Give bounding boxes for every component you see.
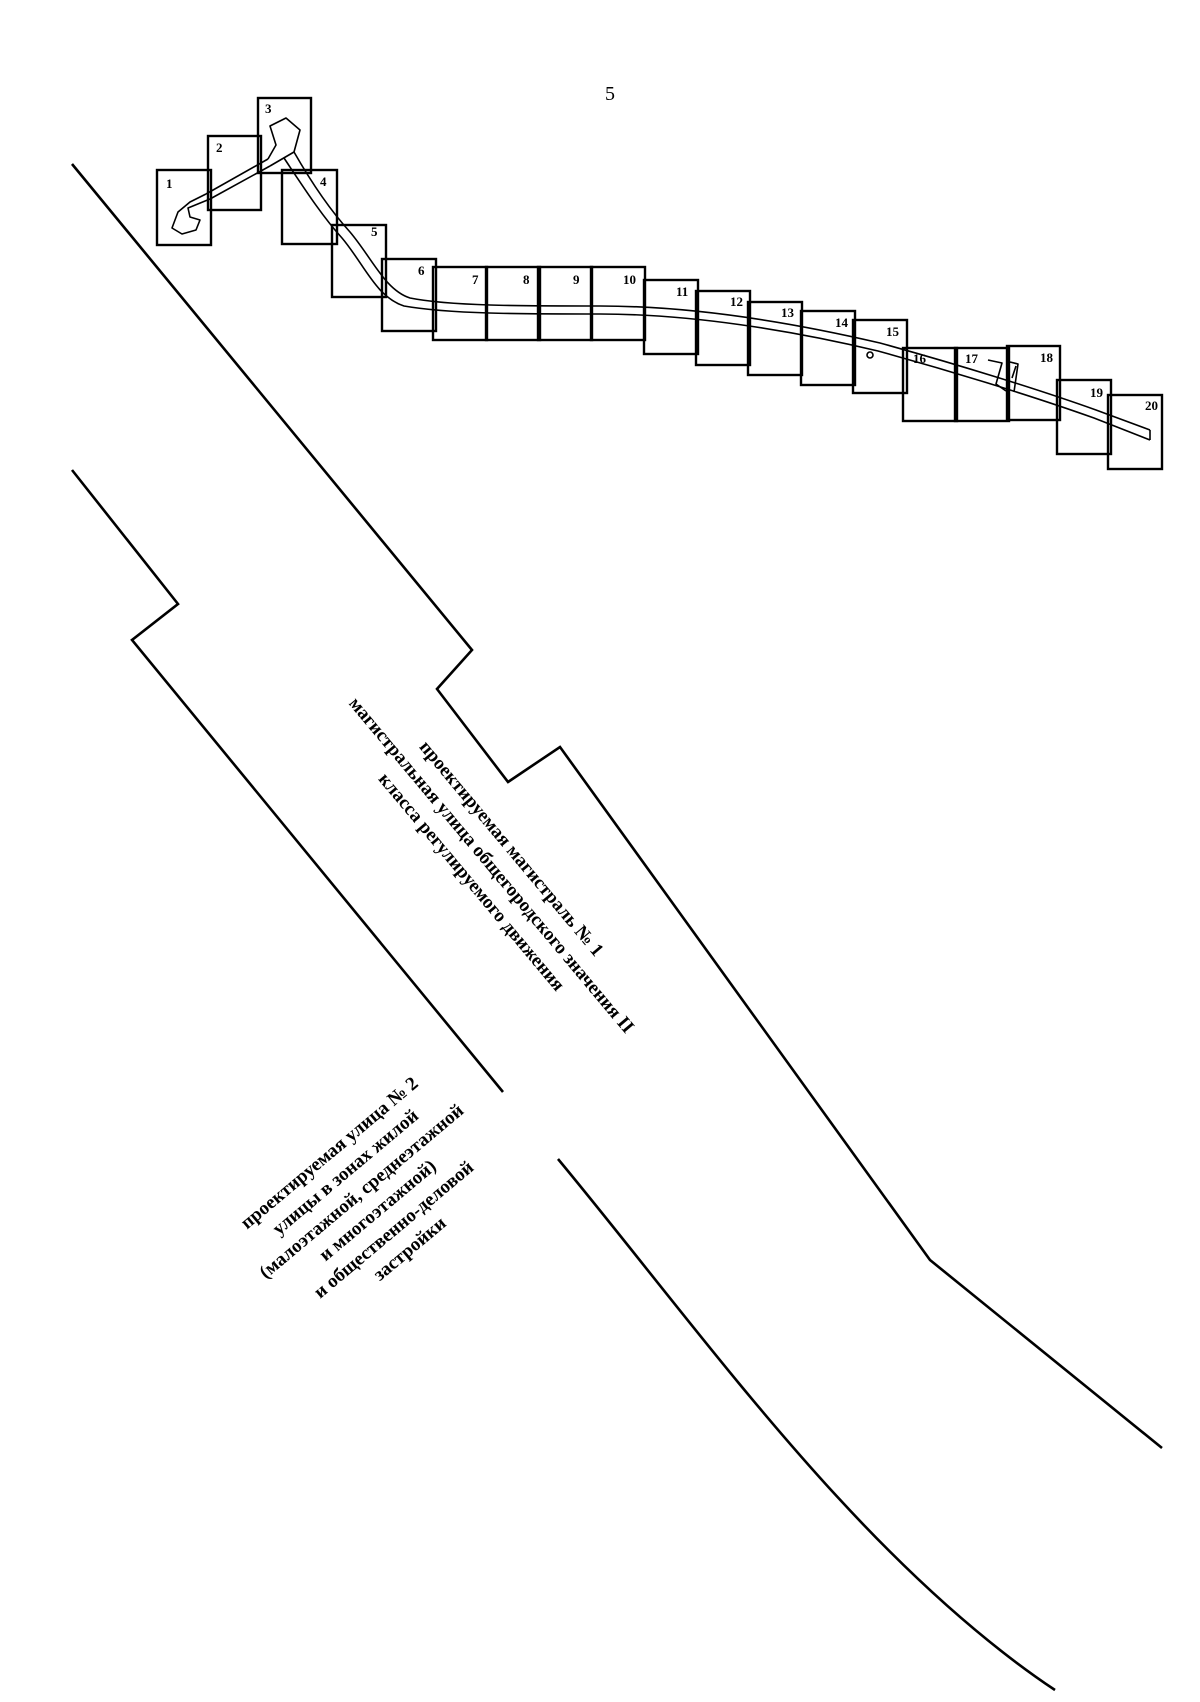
sheet-20 <box>1106 393 1164 471</box>
sheet-label: 14 <box>835 315 849 330</box>
sheet-18 <box>1005 344 1062 422</box>
sheet-label: 17 <box>965 351 979 366</box>
sheet-15 <box>851 318 909 395</box>
page-number: 5 <box>605 83 615 105</box>
sheet-label: 7 <box>472 272 479 287</box>
sheet-label: 4 <box>320 174 327 189</box>
main-road-lower-edge <box>70 469 505 1093</box>
main-road-outline <box>70 163 1163 1692</box>
sheet-label: 13 <box>781 305 795 320</box>
sheet-9 <box>536 265 594 342</box>
sheet-1 <box>155 168 213 247</box>
sheet-5 <box>330 223 388 299</box>
sheet-label: 12 <box>730 294 743 309</box>
sheet-14 <box>799 309 857 387</box>
sheet-label: 8 <box>523 272 530 287</box>
sheet-label: 9 <box>573 272 580 287</box>
route-spur-17 <box>987 359 1019 393</box>
route-link-1 <box>205 158 269 195</box>
route-node-15 <box>866 351 874 359</box>
sheet-6 <box>380 257 438 333</box>
sheet-17 <box>953 346 1011 423</box>
sheet-3 <box>256 96 313 175</box>
main-road-label: проектируемая магистраль № 1 магистральн… <box>344 693 638 1037</box>
sheet-labels: 1 2 3 4 5 6 7 8 9 10 11 12 13 14 15 16 1… <box>166 101 1158 413</box>
route-alignment <box>171 117 1151 441</box>
sheet-label: 3 <box>265 101 272 116</box>
sheet-8 <box>484 265 542 342</box>
sheet-label: 11 <box>676 284 688 299</box>
sheet-label: 20 <box>1145 398 1158 413</box>
street-2-label: проектируемая улица № 2 улицы в зонах жи… <box>237 1073 478 1303</box>
sheet-label: 5 <box>371 224 378 239</box>
sheet-label: 15 <box>886 324 900 339</box>
sheet-4 <box>280 168 339 246</box>
sheet-12 <box>694 289 752 367</box>
main-road-label-line-2: магистральная улица общегородского значе… <box>344 693 638 1037</box>
route-upper-line <box>293 151 1151 431</box>
sheet-grid <box>155 96 1164 471</box>
sheet-label: 2 <box>216 140 223 155</box>
sheet-label: 16 <box>913 351 927 366</box>
route-link-2 <box>209 165 271 200</box>
sheet-label: 6 <box>418 263 425 278</box>
main-road-left-edge <box>70 163 1163 1450</box>
sheet-label: 19 <box>1090 385 1104 400</box>
route-hook <box>171 193 211 235</box>
sheet-11 <box>642 278 700 356</box>
route-lower-line <box>283 157 1151 441</box>
sheet-19 <box>1055 378 1113 456</box>
sheet-16 <box>901 346 959 423</box>
sheet-label: 18 <box>1040 350 1054 365</box>
sheet-label: 10 <box>623 272 636 287</box>
street-2-right-edge <box>556 1158 1056 1692</box>
sheet-10 <box>589 265 647 342</box>
sheet-label: 1 <box>166 176 173 191</box>
